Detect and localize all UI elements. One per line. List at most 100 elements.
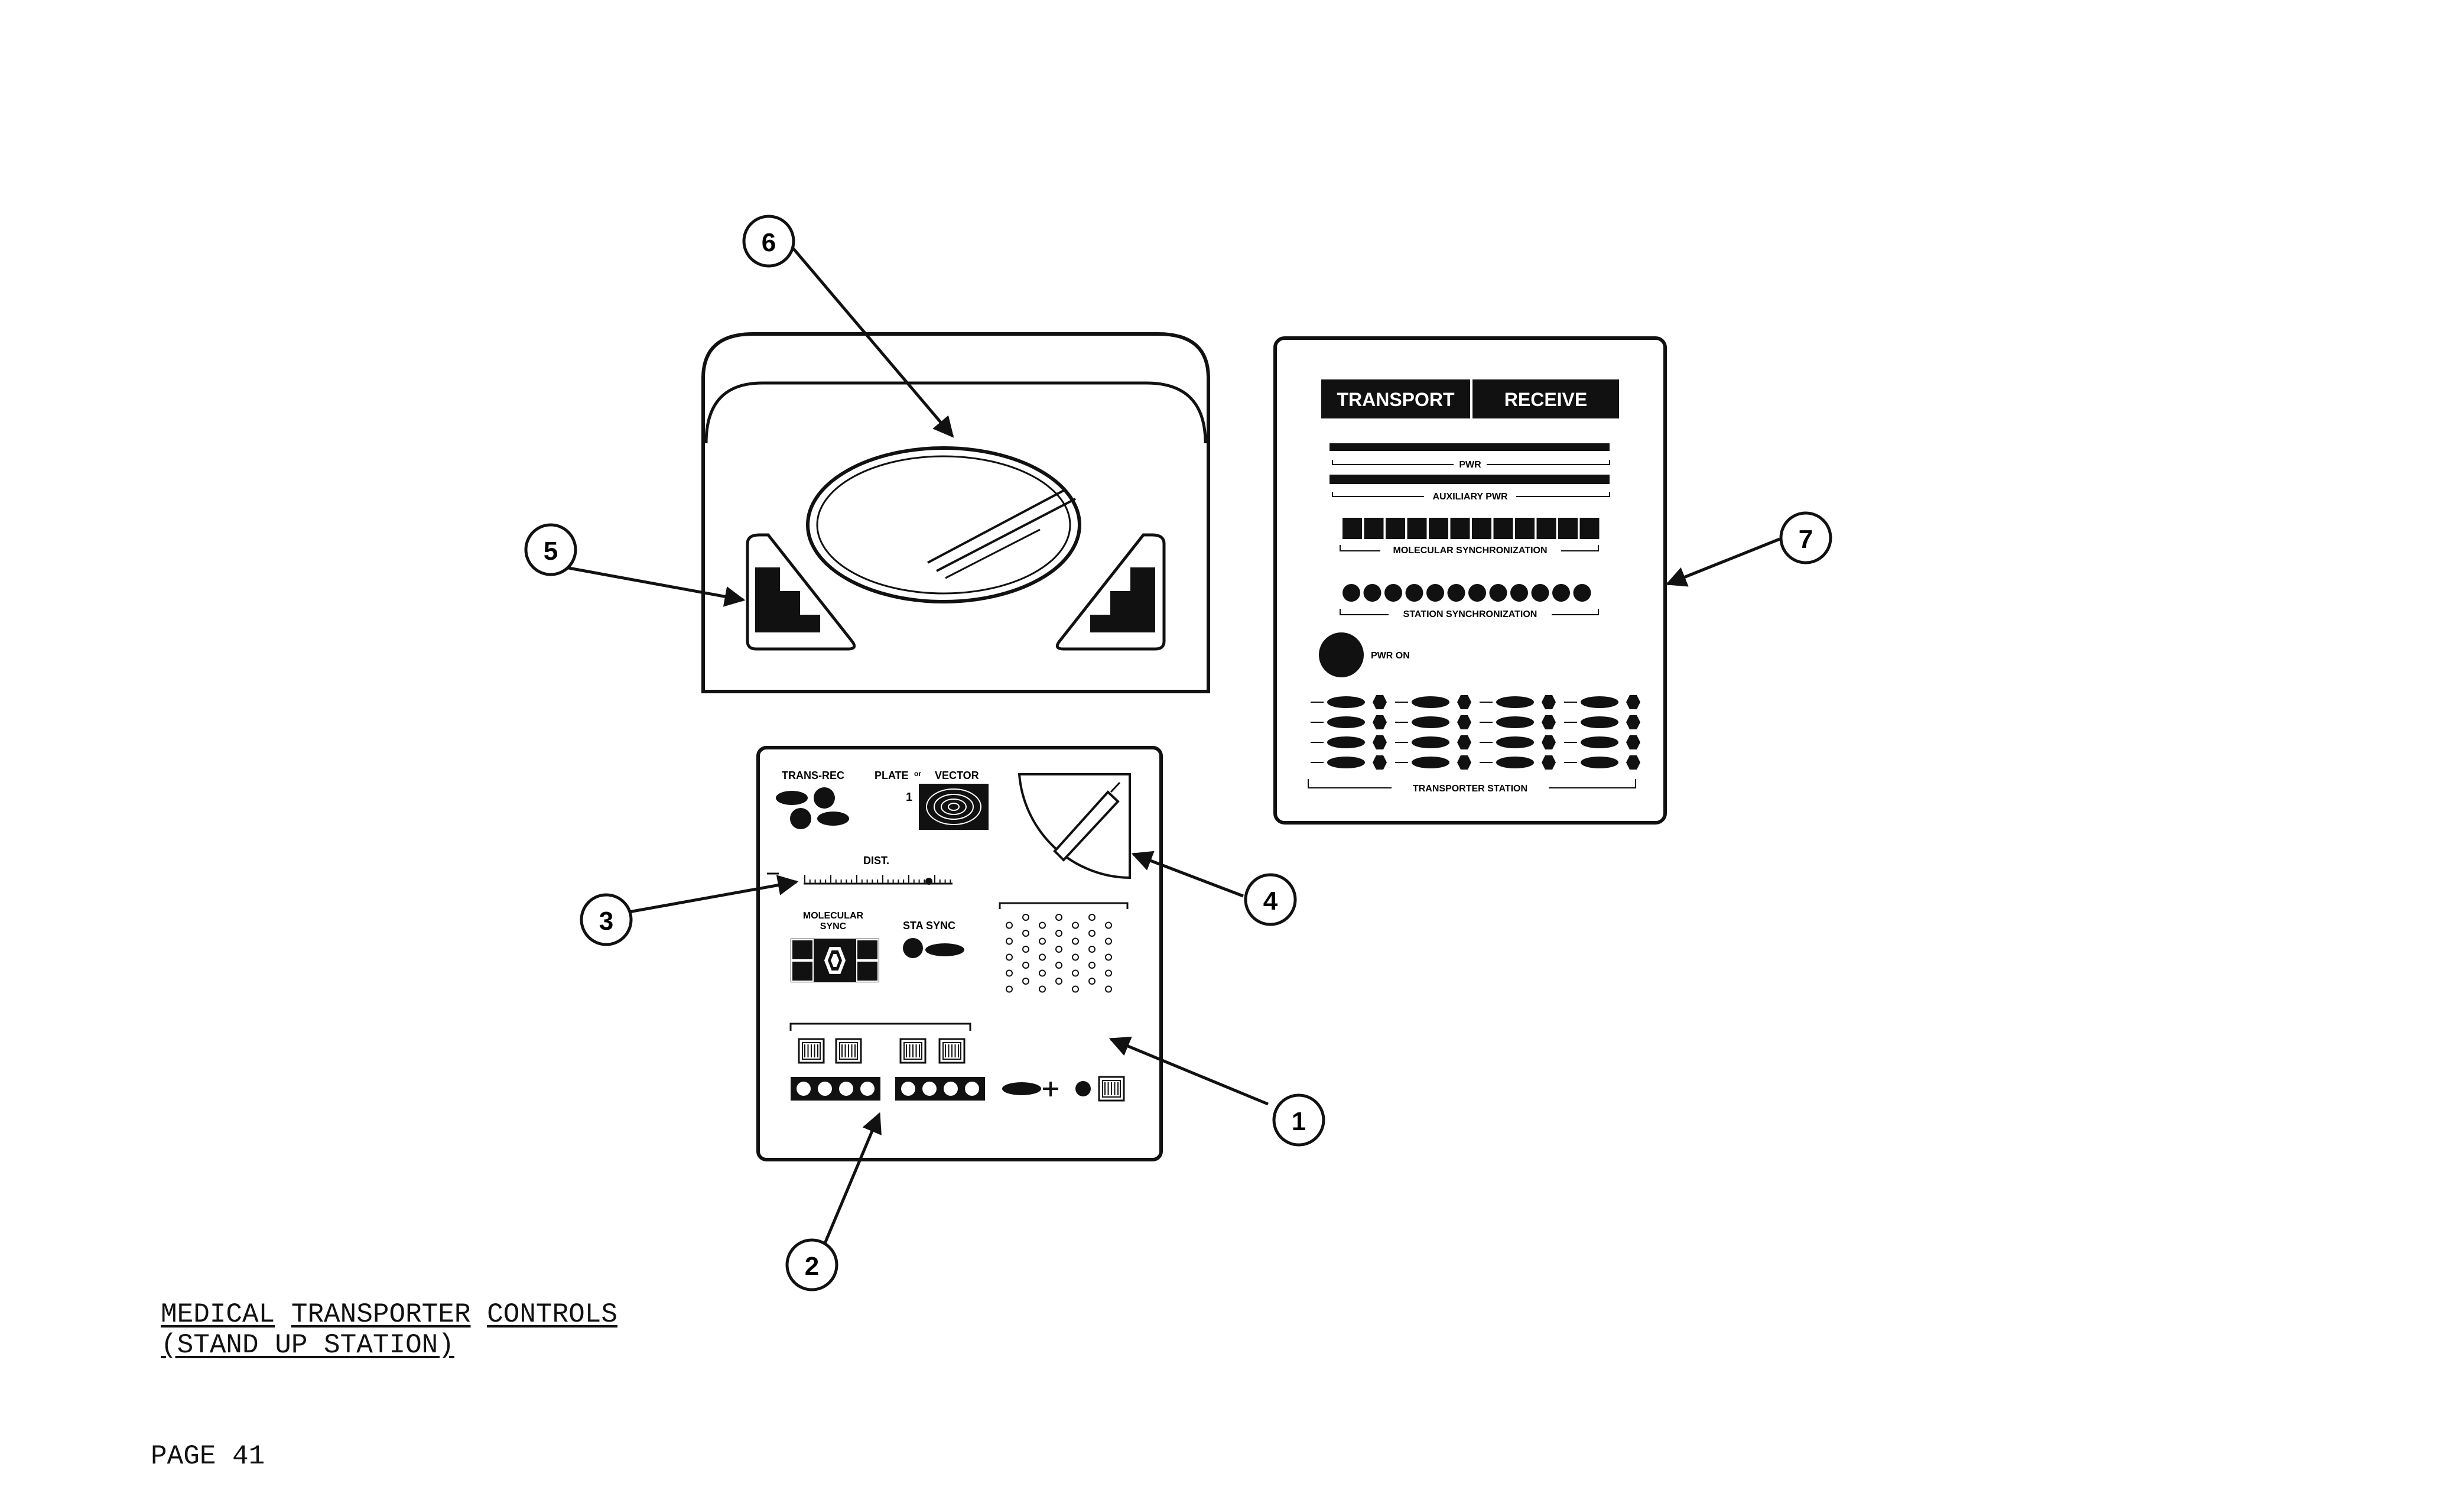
molecular-sync-block [1536, 518, 1556, 539]
memory-button-face [942, 1042, 961, 1060]
speaker-hole [1006, 969, 1013, 977]
trans-rec-switches[interactable] [776, 787, 849, 829]
dot-button[interactable] [901, 1082, 915, 1096]
station-sync-dot [1384, 584, 1402, 602]
speaker-hole [1105, 985, 1112, 993]
callout-5: 5 [524, 523, 577, 576]
station-switch[interactable] [1412, 757, 1449, 768]
station-switch[interactable] [1327, 716, 1365, 728]
station-indicator [1373, 755, 1387, 770]
plate-or-label: or [914, 770, 921, 778]
memory-button[interactable] [899, 1038, 927, 1064]
dot-button[interactable] [922, 1082, 937, 1096]
speaker-hole [1072, 921, 1079, 929]
dot-button[interactable] [965, 1082, 979, 1096]
speaker-hole [1088, 930, 1096, 937]
station-switch[interactable] [1327, 696, 1365, 708]
caption-word-3: CONTROLS [487, 1299, 617, 1330]
station-switch[interactable] [1581, 696, 1618, 708]
dot-button[interactable] [944, 1082, 958, 1096]
station-switch[interactable] [1581, 757, 1618, 768]
memory-button[interactable] [938, 1038, 966, 1064]
sta-sync-switch[interactable] [903, 938, 964, 958]
station-switch[interactable] [1496, 696, 1534, 708]
memory-button[interactable] [798, 1038, 825, 1064]
quadrant-gauge [1018, 773, 1131, 879]
station-indicator [1373, 735, 1387, 749]
molecular-sync-title-2: SYNC [820, 921, 847, 931]
viewer-unit [701, 332, 1210, 693]
caption-line-1: MEDICAL TRANSPORTER CONTROLS [161, 1299, 617, 1330]
pwr-on-button[interactable] [1319, 632, 1364, 677]
station-sync-dot [1552, 584, 1570, 602]
station-sync-dot [1573, 584, 1591, 602]
molecular-sync-block [1450, 518, 1470, 539]
speaker-hole [1105, 969, 1112, 977]
dot-button[interactable] [797, 1082, 811, 1096]
speaker-hole [1105, 953, 1112, 961]
dot-button[interactable] [818, 1082, 832, 1096]
speaker-hole [1055, 914, 1062, 921]
callout-3: 3 [580, 893, 633, 946]
station-switch[interactable] [1412, 696, 1449, 708]
speaker-hole [1039, 937, 1046, 945]
speaker-hole [1055, 978, 1062, 985]
station-indicator [1626, 715, 1640, 729]
left-step-indicator [746, 533, 856, 651]
station-switch[interactable] [1496, 736, 1534, 748]
memory-button-face [839, 1042, 858, 1060]
speaker-hole [1039, 985, 1046, 993]
svg-text:7: 7 [1799, 525, 1813, 554]
speaker-hole [1039, 953, 1046, 961]
speaker-hole [1088, 962, 1096, 969]
station-sync-dot [1363, 584, 1381, 602]
memory-button[interactable] [1098, 1076, 1125, 1102]
station-sync-dot [1531, 584, 1549, 602]
molecular-sync-block [1407, 518, 1427, 539]
station-indicator [1457, 715, 1471, 729]
memory-button-face [1102, 1080, 1121, 1098]
callout-7: 7 [1779, 511, 1832, 564]
svg-text:1: 1 [1292, 1107, 1306, 1136]
station-indicator [1626, 695, 1640, 709]
aux-pwr-label: AUXILIARY PWR [1432, 492, 1508, 502]
pwr-label: PWR [1459, 460, 1481, 470]
molecular-sync-block [1472, 518, 1491, 539]
station-switch[interactable] [1496, 716, 1534, 728]
speaker-hole [1006, 937, 1013, 945]
speaker-hole [1088, 914, 1096, 921]
speaker-hole [1088, 946, 1096, 953]
station-switch[interactable] [1581, 736, 1618, 748]
molecular-sync-block [1515, 518, 1535, 539]
station-switch[interactable] [1412, 716, 1449, 728]
plate-label: PLATE [875, 770, 909, 781]
dist-slider-knob[interactable] [925, 878, 932, 885]
speaker-hole [1088, 978, 1096, 985]
receive-button[interactable]: RECEIVE [1472, 379, 1619, 418]
speaker-hole [1022, 946, 1029, 953]
station-sync-dot [1489, 584, 1507, 602]
station-switch[interactable] [1327, 757, 1365, 768]
station-switch[interactable] [1412, 736, 1449, 748]
station-indicator [1457, 735, 1471, 749]
frequency-control-bank[interactable] [789, 1023, 1125, 1102]
memory-button[interactable] [835, 1038, 862, 1064]
station-switch[interactable] [1496, 757, 1534, 768]
speaker-hole [1022, 978, 1029, 985]
caption-word-2: TRANSPORTER [291, 1299, 471, 1330]
station-switch[interactable] [1327, 736, 1365, 748]
station-indicator [1542, 695, 1556, 709]
station-indicator [1457, 695, 1471, 709]
transport-button[interactable]: TRANSPORT [1321, 379, 1470, 418]
dist-slider[interactable] [767, 872, 953, 885]
receive-button-label: RECEIVE [1504, 389, 1587, 410]
station-sync-dots [1342, 584, 1591, 602]
dot-button[interactable] [839, 1082, 853, 1096]
station-switch[interactable] [1581, 716, 1618, 728]
svg-text:3: 3 [599, 907, 613, 936]
speaker-hole [1105, 937, 1112, 945]
channel-switch[interactable] [1002, 1082, 1041, 1095]
vector-scope [919, 784, 989, 830]
molecular-sync-control[interactable] [791, 939, 879, 982]
dot-button[interactable] [860, 1082, 875, 1096]
